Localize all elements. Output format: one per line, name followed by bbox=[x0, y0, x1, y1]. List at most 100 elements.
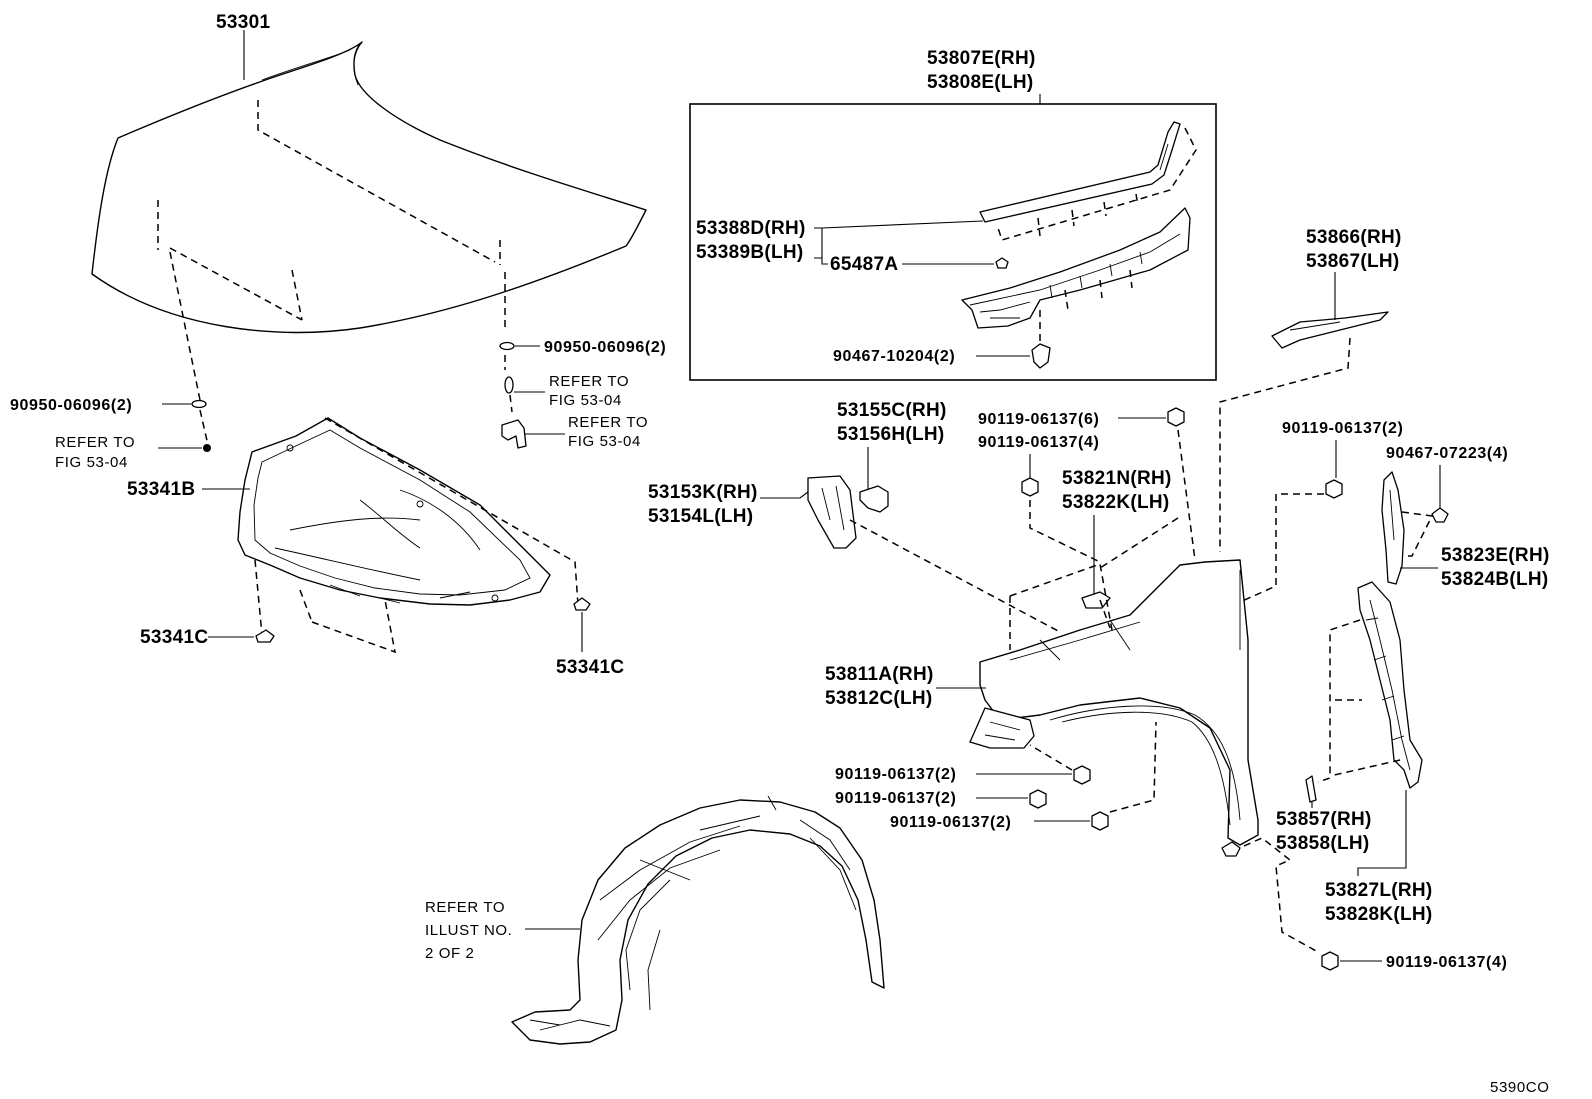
bracket-label-1: 53155C(RH) bbox=[837, 400, 947, 421]
lower-clip-dash bbox=[1243, 837, 1319, 953]
bolt-2-b-label: 90119-06137(2) bbox=[835, 790, 956, 807]
insulator-clip-left-icon bbox=[208, 629, 275, 643]
fender-front-piece bbox=[969, 707, 1035, 749]
lower-clip-icon bbox=[1221, 841, 1241, 857]
hood-clip-left bbox=[162, 399, 207, 409]
refer-illust-line1: REFER TO bbox=[425, 899, 505, 916]
diagram-code: 5390CO bbox=[1490, 1079, 1549, 1096]
refer-c-line2: FIG 53-04 bbox=[568, 433, 641, 450]
wheel-house-liner bbox=[511, 795, 885, 1045]
insulator-label: 53341B bbox=[127, 479, 195, 500]
bolt-2-c-label: 90119-06137(2) bbox=[890, 814, 1011, 831]
bolt-2-a-dash bbox=[1029, 744, 1073, 771]
cover-label-1: 53857(RH) bbox=[1276, 809, 1372, 830]
insulator-clip-right-icon bbox=[573, 597, 591, 652]
bracket-b-dash2 bbox=[1009, 562, 1113, 650]
brace-label-2: 53828K(LH) bbox=[1325, 904, 1433, 925]
refer-illust-line3: 2 OF 2 bbox=[425, 945, 474, 962]
front-fender-panel bbox=[979, 559, 1259, 846]
rear-seal-dash bbox=[1401, 511, 1434, 557]
hood-clip-right bbox=[499, 341, 540, 351]
liner-a-label-1: 53866(RH) bbox=[1306, 227, 1402, 248]
hood-stay-icon bbox=[504, 376, 545, 394]
bolt-2-right-label: 90119-06137(2) bbox=[1282, 420, 1403, 437]
bolt-4-top-dash bbox=[1029, 500, 1101, 563]
seal-side-label-2: 53389B(LH) bbox=[696, 242, 804, 263]
bolt-4-bottom-label: 90119-06137(4) bbox=[1386, 954, 1507, 971]
refer-c-line1: REFER TO bbox=[568, 414, 648, 431]
clip-4-icon bbox=[1431, 507, 1449, 523]
bolt-4-top-icon bbox=[1021, 477, 1039, 497]
refer-b-line2: FIG 53-04 bbox=[549, 392, 622, 409]
hood-dash-lines bbox=[157, 100, 513, 446]
bracket-label-2: 53156H(LH) bbox=[837, 424, 945, 445]
bracket-b-dash bbox=[1099, 517, 1179, 569]
brace-dash bbox=[1317, 619, 1361, 783]
seal-inset-frame bbox=[689, 103, 1217, 381]
hood-bumper-icon bbox=[158, 444, 211, 452]
seal-screw-icon bbox=[976, 343, 1051, 369]
bolt-6-icon bbox=[1118, 407, 1185, 427]
refer-a-line2: FIG 53-04 bbox=[55, 454, 128, 471]
fender-seal-main bbox=[961, 207, 1191, 329]
seal-clip-icon bbox=[902, 257, 1009, 269]
hood-lock-icon bbox=[501, 419, 565, 449]
bolt-2-c-icon bbox=[1034, 811, 1109, 831]
bracket-b-label-2: 53822K(LH) bbox=[1062, 492, 1170, 513]
seal-strip-dashes bbox=[997, 127, 1197, 241]
refer-a-line1: REFER TO bbox=[55, 434, 135, 451]
insulator-clip-left-label: 53341C bbox=[140, 627, 208, 648]
rear-seal-label-2: 53824B(LH) bbox=[1441, 569, 1549, 590]
hood-label: 53301 bbox=[216, 12, 270, 33]
seal-side-label-1: 53388D(RH) bbox=[696, 218, 806, 239]
seal-side-bracket bbox=[814, 220, 984, 265]
support-label-2: 53154L(LH) bbox=[648, 506, 753, 527]
bolt-2-c-dash bbox=[1109, 721, 1157, 813]
insulator-dash-lines bbox=[254, 417, 579, 654]
bracket-icon bbox=[859, 485, 889, 513]
hood-insulator bbox=[237, 417, 551, 606]
clip-4-label: 90467-07223(4) bbox=[1386, 445, 1508, 462]
bolt-2-right-dash bbox=[1239, 493, 1324, 603]
seal-top-label-1: 53807E(RH) bbox=[927, 48, 1036, 69]
liner-a-label-2: 53867(LH) bbox=[1306, 251, 1400, 272]
bolt-4-bottom-icon bbox=[1321, 951, 1382, 971]
refer-b-line1: REFER TO bbox=[549, 373, 629, 390]
support-dash bbox=[849, 519, 1061, 633]
fender-label-1: 53811A(RH) bbox=[825, 664, 934, 685]
refer-illust-line2: ILLUST NO. bbox=[425, 922, 512, 939]
bolt-2-a-label: 90119-06137(2) bbox=[835, 766, 956, 783]
seal-top-label-2: 53808E(LH) bbox=[927, 72, 1034, 93]
bracket-b-icon bbox=[1081, 591, 1111, 609]
hood-clip-left-label: 90950-06096(2) bbox=[10, 397, 132, 414]
bolt-2-b-icon bbox=[976, 789, 1047, 809]
seal-clip-label: 65487A bbox=[830, 254, 898, 275]
cover-label-2: 53858(LH) bbox=[1276, 833, 1370, 854]
fender-liner-piece bbox=[1271, 311, 1389, 349]
support-icon bbox=[807, 475, 857, 549]
rear-seal-label-1: 53823E(RH) bbox=[1441, 545, 1550, 566]
brace-label-1: 53827L(RH) bbox=[1325, 880, 1433, 901]
liner-a-dash bbox=[1219, 337, 1351, 552]
brace-leader bbox=[1357, 790, 1407, 876]
support-label-1: 53153K(RH) bbox=[648, 482, 758, 503]
fender-brace bbox=[1357, 581, 1423, 789]
fender-label-2: 53812C(LH) bbox=[825, 688, 933, 709]
cover-icon bbox=[1305, 775, 1317, 803]
hood-clip-right-label: 90950-06096(2) bbox=[544, 339, 666, 356]
brace-dash-2 bbox=[1329, 699, 1401, 777]
seal-screw-label: 90467-10204(2) bbox=[833, 348, 955, 365]
fender-seal-dashes bbox=[1039, 269, 1133, 348]
bolt-2-right-icon bbox=[1325, 479, 1343, 499]
bracket-b-label-1: 53821N(RH) bbox=[1062, 468, 1172, 489]
bolt-6-dash bbox=[1177, 429, 1196, 561]
insulator-clip-right-label: 53341C bbox=[556, 657, 624, 678]
hood-panel bbox=[91, 41, 647, 334]
support-leader bbox=[760, 491, 809, 499]
seal-strip bbox=[979, 121, 1181, 223]
bolt-4-top-label: 90119-06137(4) bbox=[978, 434, 1099, 451]
rear-seal-strip bbox=[1381, 471, 1405, 585]
bolt-6-label: 90119-06137(6) bbox=[978, 411, 1099, 428]
bolt-2-a-icon bbox=[976, 765, 1091, 785]
